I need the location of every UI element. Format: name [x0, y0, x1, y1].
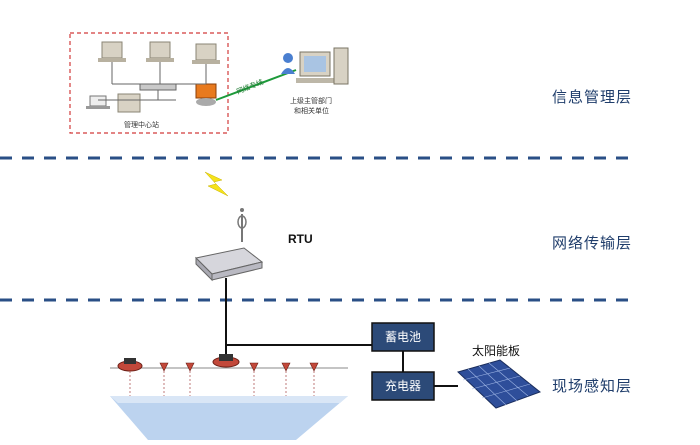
rtu-cable [225, 278, 372, 346]
wireless-signal-icon [204, 171, 229, 197]
sensor-buoy-left [117, 358, 143, 372]
center-label: 管理中心站 [124, 121, 159, 129]
network-line [215, 69, 297, 101]
server-icon-3 [192, 43, 220, 64]
center-links [98, 62, 207, 101]
server-icon-2 [146, 41, 174, 62]
solar-panel-label: 太阳能板 [472, 344, 521, 358]
computer-icon [296, 47, 349, 85]
server-icon-1 [98, 41, 126, 62]
router-icon [195, 83, 217, 106]
workstation-icon [86, 95, 110, 109]
rtu-device [194, 247, 264, 282]
battery-label: 蓄电池 [384, 330, 421, 344]
sensor-probes [159, 362, 319, 372]
layer-label-info: 信息管理层 [552, 88, 633, 106]
layer-label-field: 现场感知层 [552, 377, 633, 395]
switch-icon [139, 83, 177, 91]
center-frame [69, 32, 229, 134]
upper-dept-label: 上级主管部门 [290, 97, 332, 105]
rtu-label: RTU [288, 232, 313, 246]
sensor-buoy-center [212, 354, 240, 368]
solar-panel-icon [457, 359, 542, 409]
sensor-probe-lines [129, 371, 315, 396]
user-icon [281, 53, 295, 74]
antenna-icon [237, 208, 247, 242]
charger-label: 充电器 [384, 379, 421, 393]
upper-dept-label-2: 和相关单位 [294, 107, 329, 115]
reservoir [110, 367, 348, 440]
server-icon-4 [117, 93, 141, 113]
layer-label-network: 网络传输层 [552, 234, 633, 252]
